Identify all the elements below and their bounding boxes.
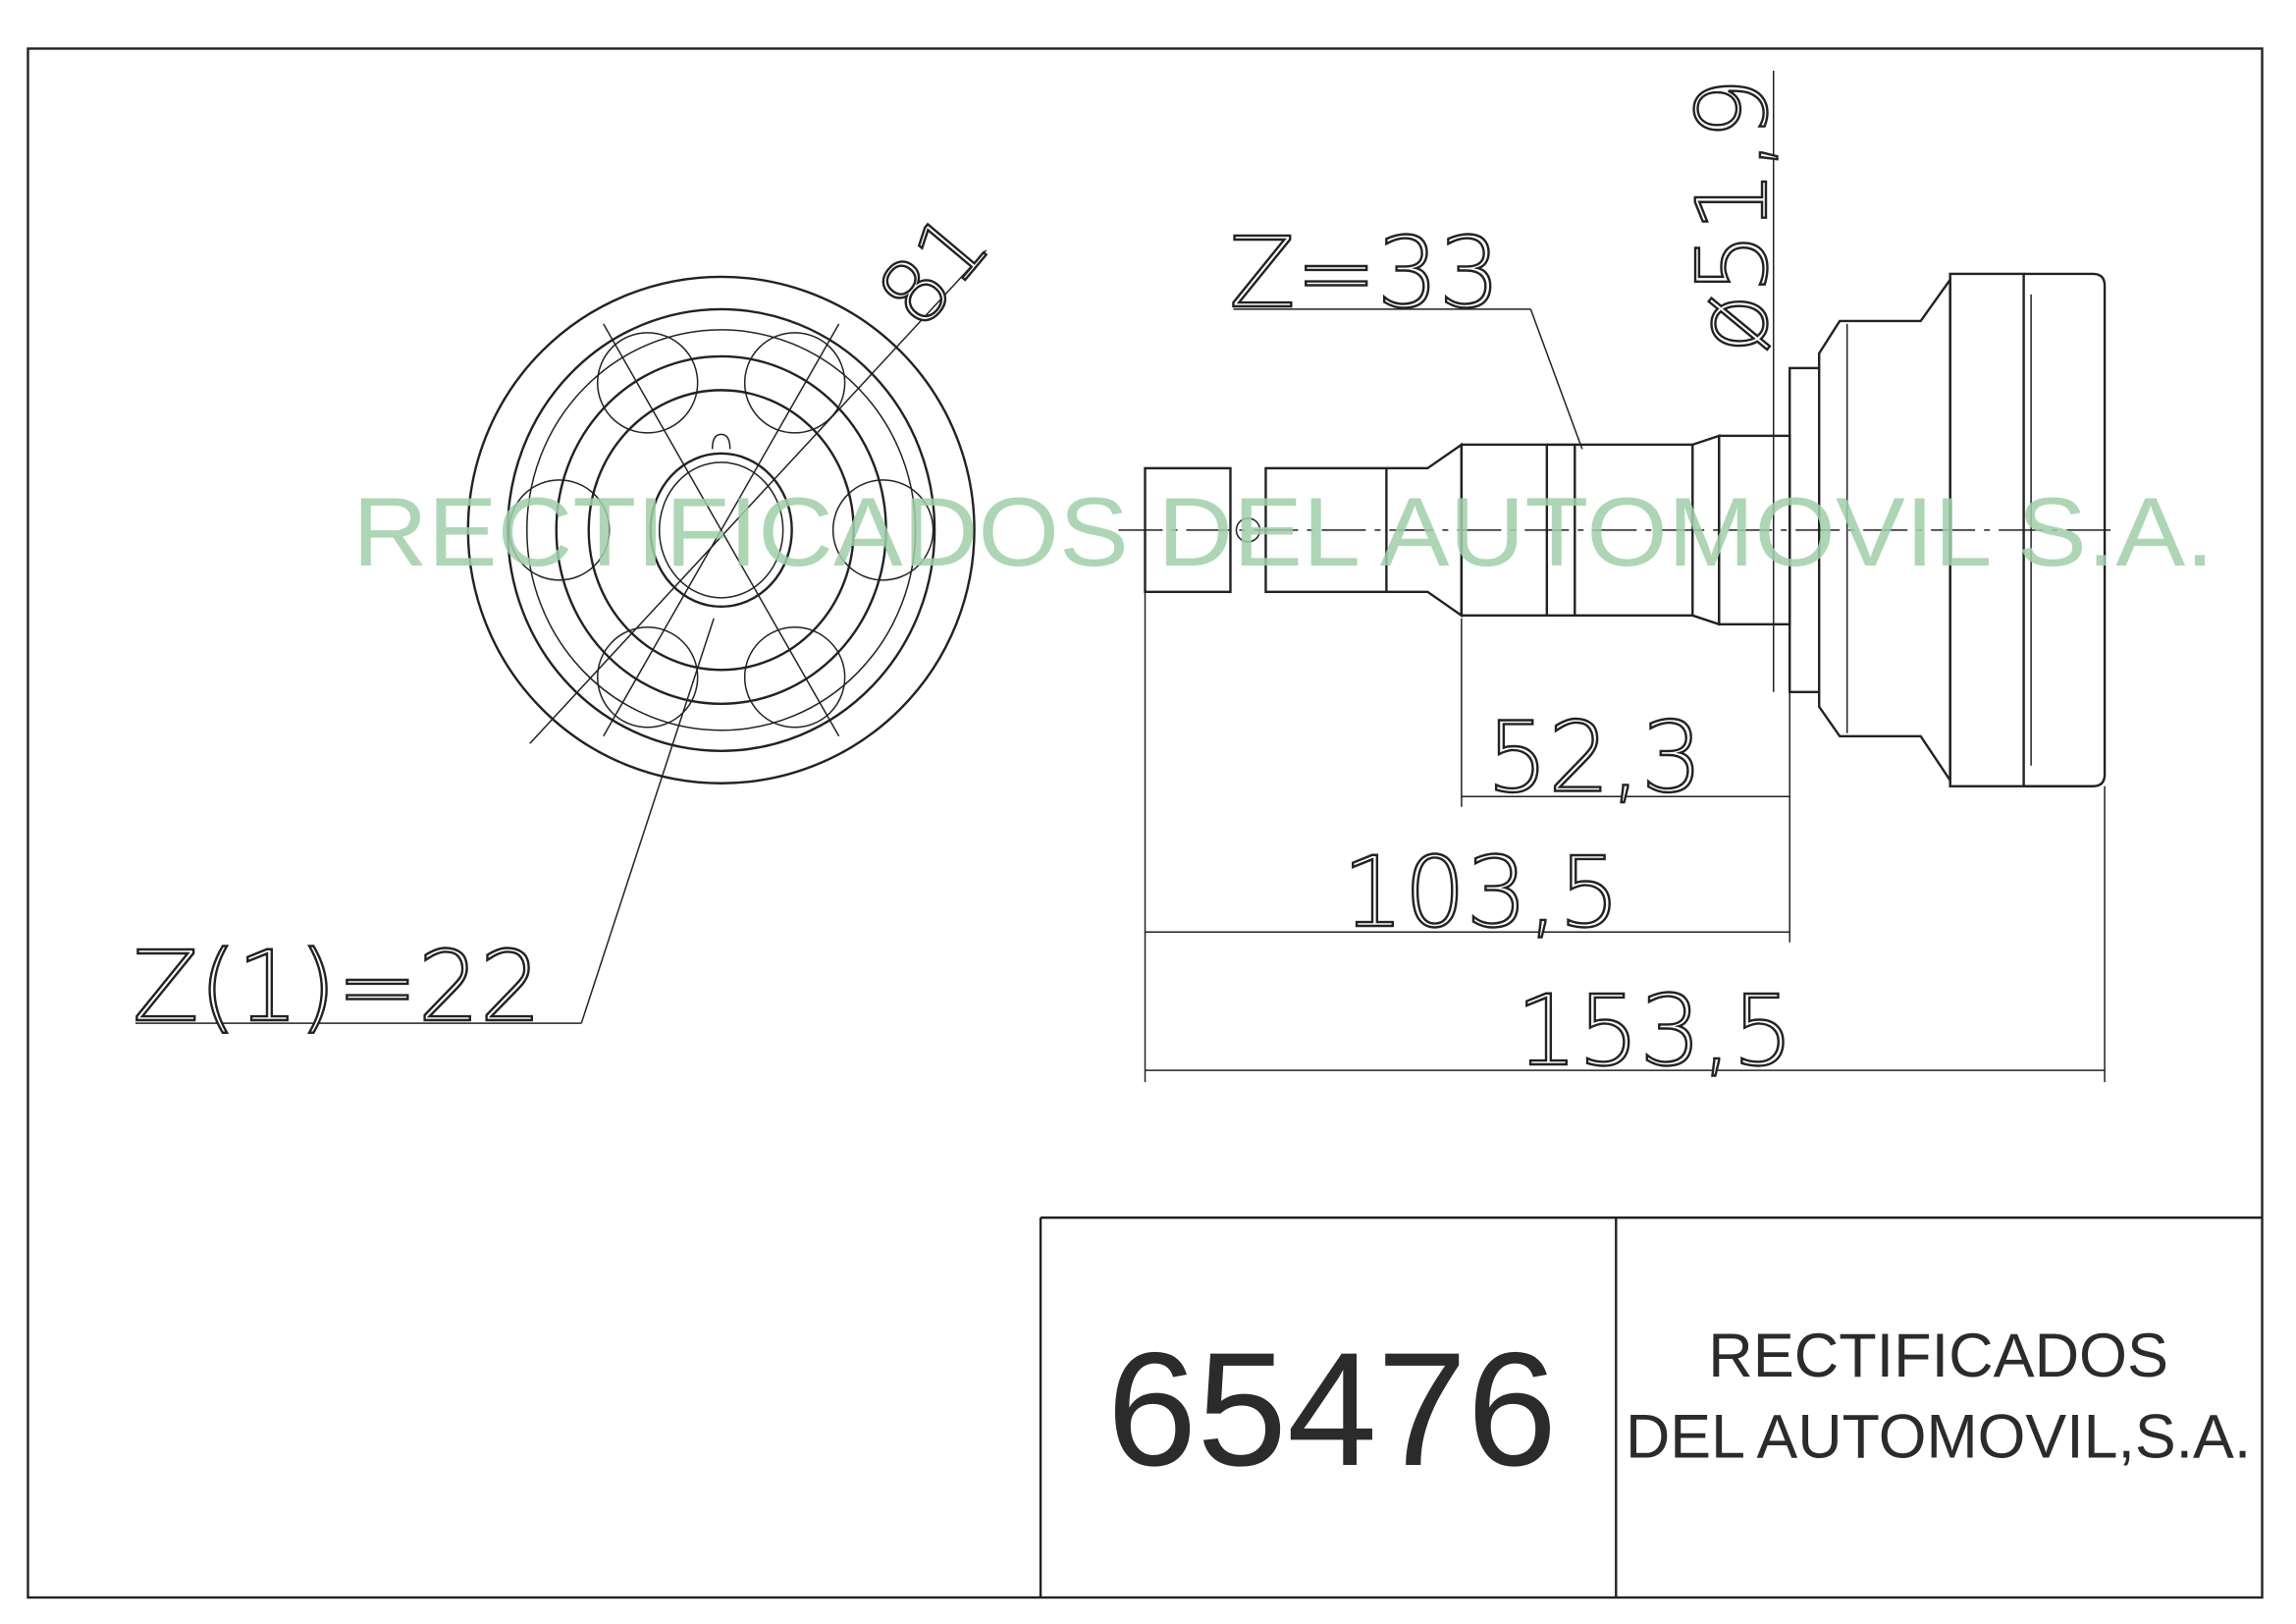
- watermark: RECTIFICADOS DEL AUTOMOVIL S.A.: [352, 477, 2215, 586]
- part-number: 65476: [1107, 1319, 1558, 1499]
- joint-front-view: [134, 249, 988, 1024]
- outer-teeth-label: Z=33: [1229, 217, 1501, 330]
- length-52-3-label: 52,3: [1486, 701, 1702, 814]
- length-103-5-label: 103,5: [1342, 837, 1620, 949]
- joint-side-view: [1118, 70, 2120, 1083]
- diameter-51-9-label: ø51,9: [1677, 78, 1789, 353]
- company-name-line1: RECTIFICADOS: [1708, 1322, 2168, 1390]
- inner-teeth-label: Z(1)=22: [133, 931, 542, 1044]
- company-name-line2: DEL AUTOMOVIL,S.A.: [1626, 1403, 2251, 1472]
- drawing-frame: [27, 47, 2264, 1599]
- diameter-81-label: 81: [858, 194, 1009, 347]
- length-153-5-label: 153,5: [1516, 975, 1793, 1088]
